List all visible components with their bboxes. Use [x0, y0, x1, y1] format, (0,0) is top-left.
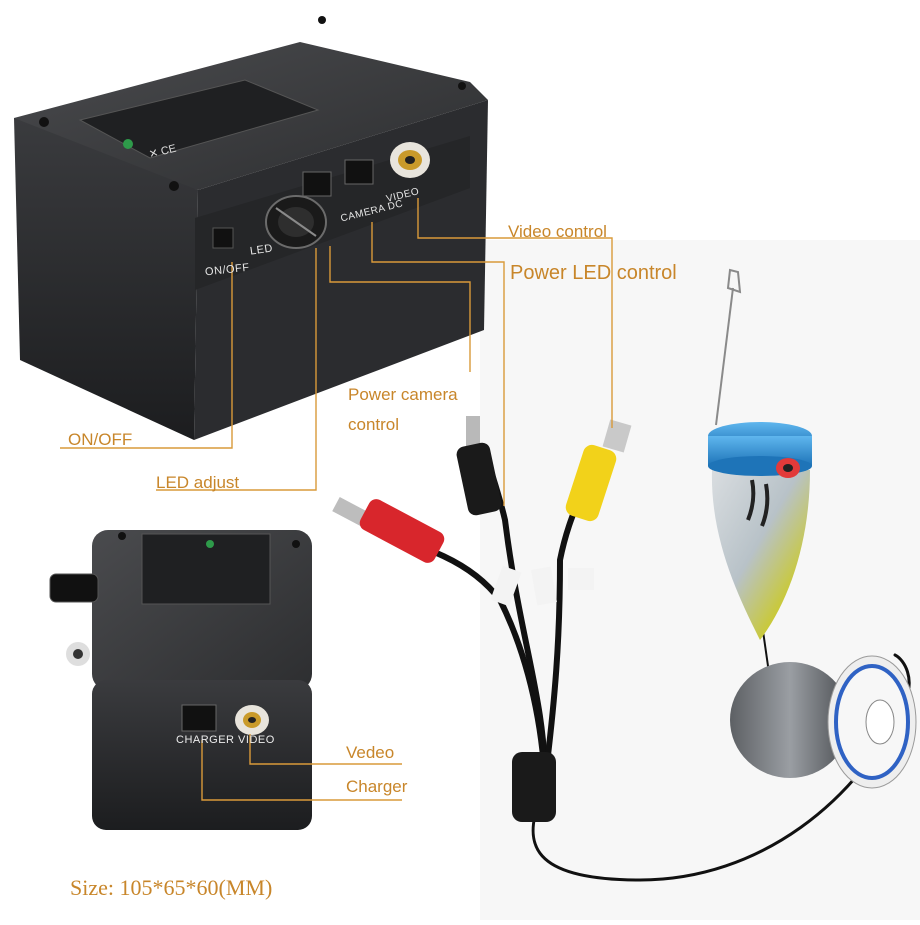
cable-tag — [531, 566, 557, 606]
callout-charger: Charger — [346, 777, 408, 796]
callout-power-camera-control: Power camera control — [348, 385, 458, 434]
ferrite-core — [512, 752, 556, 822]
callout-led-adjust: LED adjust — [156, 473, 240, 492]
cable-tag — [568, 568, 594, 590]
callout-power-led-control: Power LED control — [510, 262, 677, 284]
control-box-large: ✕ CE — [14, 16, 488, 440]
callout-vedeo: Vedeo — [346, 743, 395, 762]
dc-plug-red — [332, 496, 445, 563]
dc-plug-black — [456, 416, 502, 516]
cable-spool — [730, 655, 917, 789]
rca-plug-yellow — [565, 419, 632, 522]
underwater-camera — [708, 268, 812, 640]
control-box-small — [49, 530, 312, 830]
panel-label-charger-video: CHARGER VIDEO — [176, 734, 275, 746]
leader-lines — [60, 198, 613, 801]
cable-tag — [490, 565, 522, 607]
size-caption: Size: 105*65*60(MM) — [70, 875, 273, 900]
callout-on-off: ON/OFF — [68, 430, 133, 449]
callout-video-control: Video control — [508, 222, 607, 241]
